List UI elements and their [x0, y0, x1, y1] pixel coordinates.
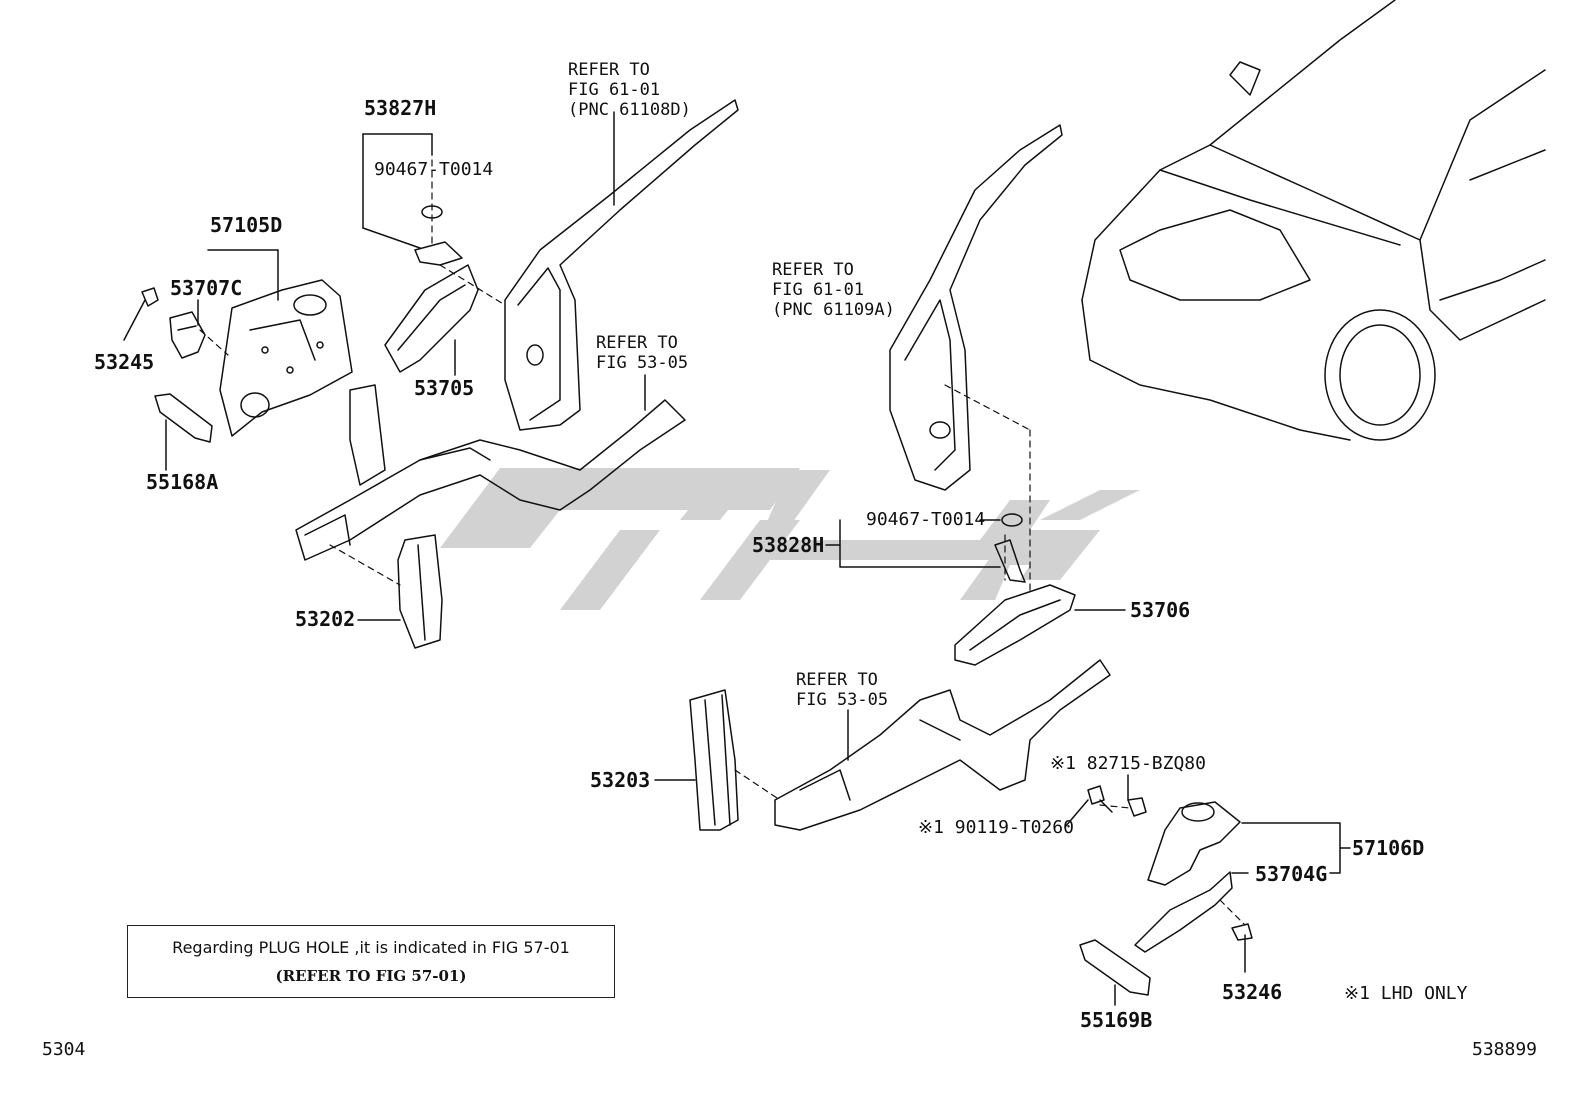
label-53203: 53203	[590, 768, 651, 792]
part-57105d-apron	[219, 279, 353, 437]
part-55169b-brace	[1079, 939, 1151, 996]
lhd-only-note: ※1 LHD ONLY	[1344, 983, 1468, 1004]
label-90467-mid: 90467-T0014	[866, 509, 986, 530]
note-line-1: Regarding PLUG HOLE ,it is indicated in …	[172, 938, 570, 957]
label-53704g: 53704G	[1255, 862, 1328, 886]
refer-to-fig-61-01-left: REFER TO FIG 61-01 (PNC 61108D)	[568, 60, 691, 120]
label-53246: 53246	[1222, 980, 1283, 1004]
part-53705-reinforcement	[384, 264, 479, 373]
part-53707c-bracket	[169, 311, 206, 359]
refer-to-fig-53-05-right: REFER TO FIG 53-05	[796, 670, 889, 710]
part-55168a-brace	[154, 393, 213, 443]
label-57106d: 57106D	[1352, 836, 1425, 860]
label-53828h: 53828H	[752, 533, 825, 557]
plug-hole-note: Regarding PLUG HOLE ,it is indicated in …	[127, 925, 615, 998]
part-a-pillar-right	[889, 124, 1063, 491]
vehicle-illustration	[1081, 0, 1546, 441]
part-53203-support	[689, 689, 739, 831]
figure-code-left: 5304	[42, 1039, 86, 1060]
label-53706: 53706	[1130, 598, 1191, 622]
label-53827h: 53827H	[364, 96, 437, 120]
part-53202-support	[397, 534, 443, 649]
refer-to-fig-61-01-right: REFER TO FIG 61-01 (PNC 61109A)	[772, 260, 895, 320]
label-53705: 53705	[414, 376, 475, 400]
part-a-pillar-left	[504, 99, 739, 431]
label-53245: 53245	[94, 350, 155, 374]
part-side-member-right	[774, 659, 1111, 831]
part-53827h-bracket	[414, 205, 463, 266]
label-55168a: 55168A	[146, 470, 219, 494]
label-90119: ※1 90119-T0260	[918, 817, 1074, 838]
part-57106d-apron	[1147, 801, 1241, 886]
part-53828h-bracket	[994, 513, 1026, 583]
part-53246-bracket	[1231, 923, 1253, 941]
part-90119-bolt	[1087, 785, 1113, 813]
label-57105d: 57105D	[210, 213, 283, 237]
part-53704g-bracket	[1134, 871, 1233, 953]
refer-to-fig-53-05-left: REFER TO FIG 53-05	[596, 333, 689, 373]
note-line-2: (REFER TO FIG 57-01)	[275, 967, 467, 985]
label-82715: ※1 82715-BZQ80	[1050, 753, 1206, 774]
part-53706-reinforcement	[954, 584, 1076, 666]
part-side-member-left	[295, 384, 686, 561]
label-53202: 53202	[295, 607, 356, 631]
label-90467-top: 90467-T0014	[374, 159, 494, 180]
label-55169b: 55169B	[1080, 1008, 1153, 1032]
label-53707c: 53707C	[170, 276, 243, 300]
part-82715-clamp	[1127, 797, 1147, 817]
figure-code-right: 538899	[1472, 1039, 1538, 1060]
part-53245-bracket	[141, 287, 159, 307]
leader-lines	[123, 111, 1351, 1006]
